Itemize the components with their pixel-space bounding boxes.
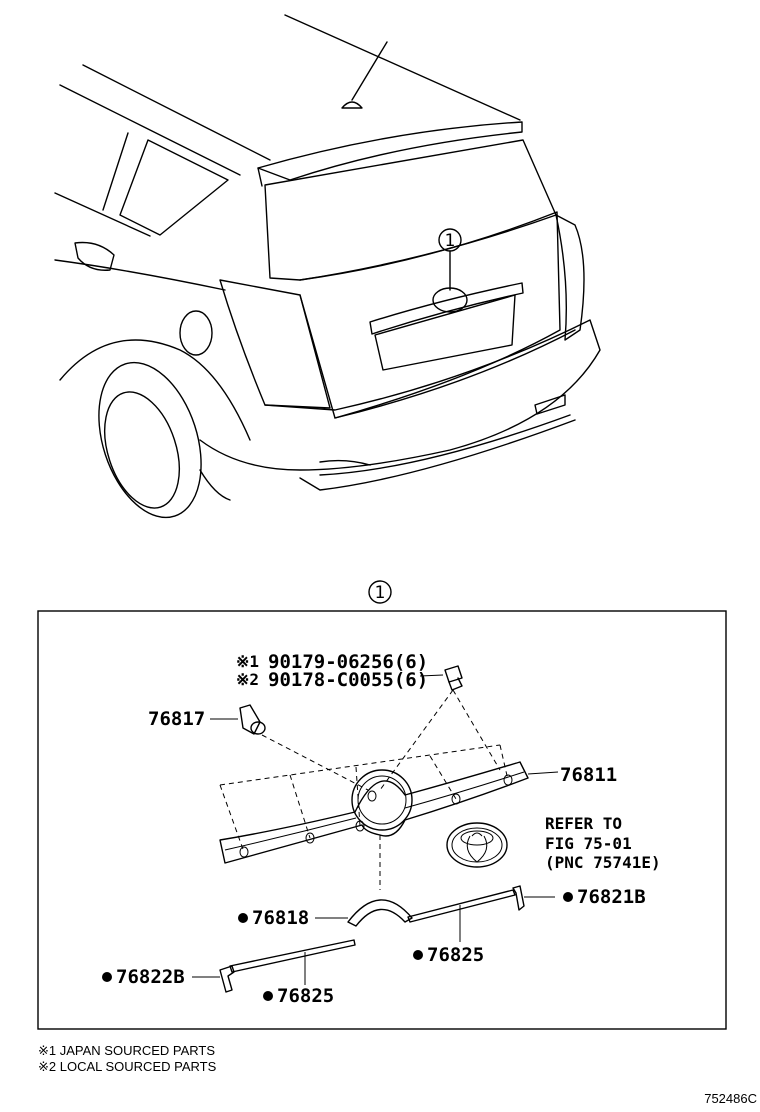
clip-90179-drawing bbox=[419, 665, 463, 691]
moulding-76821b-drawing bbox=[512, 885, 555, 911]
callout-number-on-car: 1 bbox=[445, 231, 456, 251]
part-number-76811: 76811 bbox=[560, 764, 617, 786]
refer-line-1: REFER TO bbox=[545, 814, 622, 833]
callout-number: 1 bbox=[375, 583, 386, 603]
vehicle-illustration bbox=[54, 14, 601, 519]
projection-lines bbox=[219, 744, 509, 890]
part-number-76825-upper: 76825 bbox=[427, 944, 484, 966]
new-part-dot-76821b bbox=[563, 892, 573, 902]
new-part-dot-76825-lower bbox=[263, 991, 273, 1001]
clip-76817-drawing bbox=[210, 704, 266, 735]
moulding-76825-lower-drawing bbox=[229, 939, 356, 985]
detail-frame bbox=[37, 610, 727, 1030]
source-mark-2: ※2 bbox=[236, 670, 259, 689]
footnote-japan: ※1 JAPAN SOURCED PARTS bbox=[38, 1043, 215, 1058]
part-number-76818: 76818 bbox=[252, 907, 309, 929]
moulding-76825-upper-drawing bbox=[407, 889, 516, 942]
moulding-76822b-drawing bbox=[192, 965, 235, 993]
new-part-dot-76825-upper bbox=[413, 950, 423, 960]
refer-line-2: FIG 75-01 bbox=[545, 834, 632, 853]
new-part-dot-76822b bbox=[102, 972, 112, 982]
refer-line-3: (PNC 75741E) bbox=[545, 853, 661, 872]
part-number-76825-lower: 76825 bbox=[277, 985, 334, 1007]
part-number-90178: 90178-C0055(6) bbox=[268, 669, 428, 691]
new-part-dot-76818 bbox=[238, 913, 248, 923]
toyota-emblem-drawing bbox=[446, 822, 508, 868]
callout-circle bbox=[368, 580, 392, 604]
part-number-76822b: 76822B bbox=[116, 966, 185, 988]
source-mark-1: ※1 bbox=[236, 652, 259, 671]
figure-id: 752486C bbox=[704, 1091, 757, 1106]
part-number-76821b: 76821B bbox=[577, 886, 646, 908]
moulding-76818-drawing bbox=[315, 899, 413, 927]
part-number-76817: 76817 bbox=[148, 708, 205, 730]
footnote-local: ※2 LOCAL SOURCED PARTS bbox=[38, 1059, 217, 1074]
garnish-76811-drawing bbox=[219, 761, 559, 864]
part-number-90179: 90179-06256(6) bbox=[268, 651, 428, 673]
